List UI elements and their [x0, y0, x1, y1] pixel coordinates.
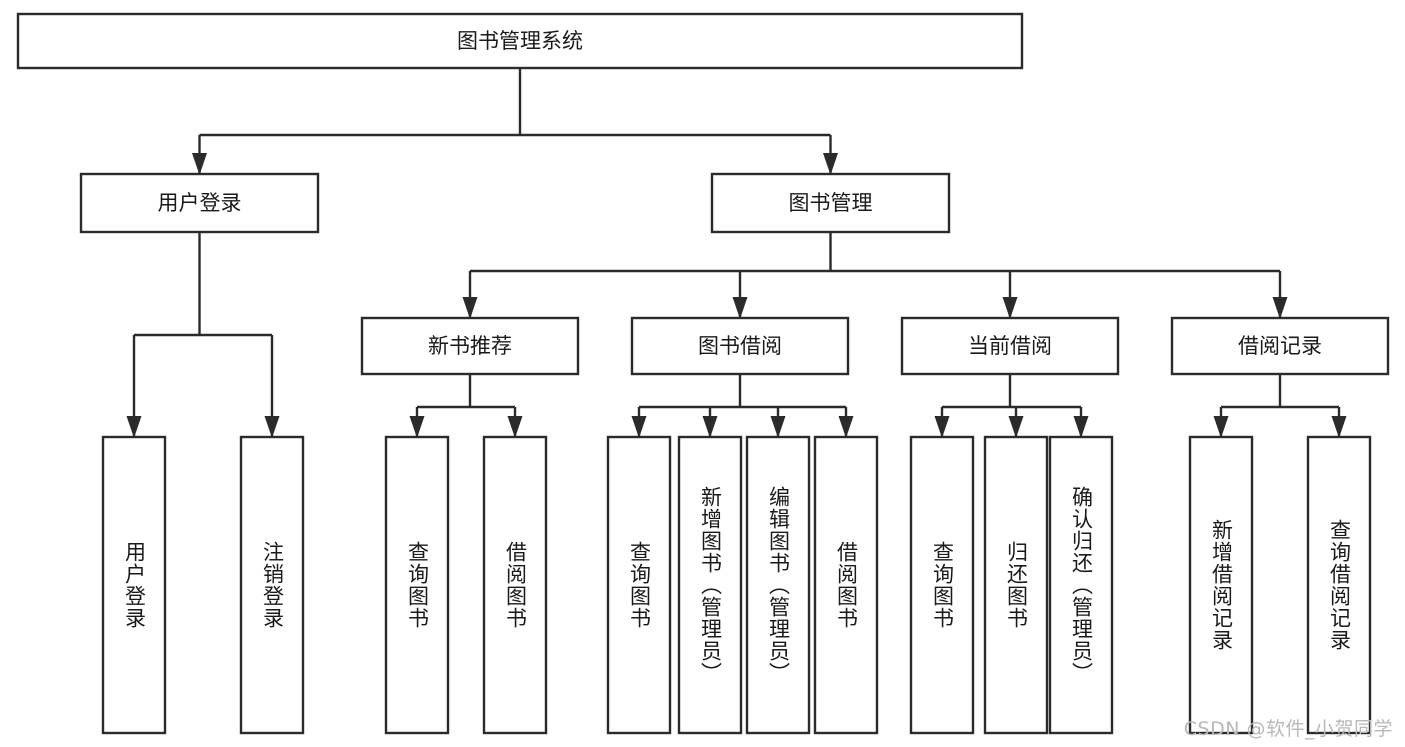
arrow-head-icon [631, 416, 647, 438]
arrow-head-icon [507, 416, 523, 438]
node-label: 借阅记录 [1238, 334, 1322, 358]
node-label: 图书管理 [789, 191, 873, 215]
node-box[interactable] [900, 316, 1120, 376]
node-book-manage[interactable] [710, 172, 951, 234]
node-box[interactable] [384, 435, 450, 735]
node-box[interactable] [79, 172, 320, 234]
arrow-head-icon [264, 416, 280, 438]
arrow-head-icon [702, 416, 718, 438]
node-box[interactable] [710, 172, 951, 234]
node-leaf-query-borrow-record[interactable] [1306, 435, 1372, 735]
arrow-head-icon [732, 297, 748, 319]
node-box[interactable] [909, 435, 975, 735]
arrow-head-icon [126, 416, 142, 438]
arrow-head-icon [1213, 416, 1229, 438]
node-box[interactable] [101, 435, 167, 735]
node-leaf-add-borrow-record[interactable] [1188, 435, 1254, 735]
node-box[interactable] [1048, 435, 1114, 735]
node-box[interactable] [482, 435, 548, 735]
node-leaf-borrow-book[interactable] [813, 435, 879, 735]
arrow-head-icon [192, 153, 207, 175]
arrow-head-icon [838, 416, 854, 438]
arrow-head-icon [462, 297, 478, 319]
node-leaf-borrow-book-recommend[interactable] [482, 435, 548, 735]
arrow-head-icon [1073, 416, 1089, 438]
node-leaf-query-book-borrow[interactable] [606, 435, 672, 735]
arrow-head-icon [1002, 297, 1018, 319]
node-book-borrow[interactable] [630, 316, 850, 376]
node-box[interactable] [360, 316, 580, 376]
node-box[interactable] [1306, 435, 1372, 735]
node-box[interactable] [745, 435, 811, 735]
node-box[interactable] [677, 435, 743, 735]
arrow-head-icon [1331, 416, 1347, 438]
node-box[interactable] [983, 435, 1049, 735]
arrow-head-icon [823, 153, 838, 175]
arrow-head-icon [409, 416, 425, 438]
node-new-book-recommend[interactable] [360, 316, 580, 376]
node-leaf-edit-book[interactable] [745, 435, 811, 735]
node-user-login[interactable] [79, 172, 320, 234]
node-box[interactable] [813, 435, 879, 735]
node-box[interactable] [16, 12, 1024, 70]
arrow-head-icon [934, 416, 950, 438]
node-box[interactable] [239, 435, 305, 735]
node-box[interactable] [1188, 435, 1254, 735]
node-box[interactable] [630, 316, 850, 376]
node-leaf-query-book-recommend[interactable] [384, 435, 450, 735]
node-leaf-confirm-return[interactable] [1048, 435, 1114, 735]
node-box[interactable] [606, 435, 672, 735]
node-label: 图书借阅 [698, 334, 782, 358]
node-label: 图书管理系统 [457, 29, 583, 53]
arrow-head-icon [1008, 416, 1024, 438]
node-leaf-logout[interactable] [239, 435, 305, 735]
node-leaf-query-book-current[interactable] [909, 435, 975, 735]
node-leaf-user-login[interactable] [101, 435, 167, 735]
node-current-borrow[interactable] [900, 316, 1120, 376]
node-borrow-record[interactable] [1170, 316, 1390, 376]
node-label: 新书推荐 [428, 334, 512, 358]
node-label: 当前借阅 [968, 334, 1052, 358]
arrow-head-icon [770, 416, 786, 438]
node-root[interactable] [16, 12, 1024, 70]
node-label: 用户登录 [158, 191, 242, 215]
node-leaf-return-book[interactable] [983, 435, 1049, 735]
csdn-watermark: CSDN @软件_小贺同学 [1183, 718, 1393, 740]
arrow-head-icon [1272, 297, 1288, 319]
node-box[interactable] [1170, 316, 1390, 376]
node-leaf-add-book[interactable] [677, 435, 743, 735]
